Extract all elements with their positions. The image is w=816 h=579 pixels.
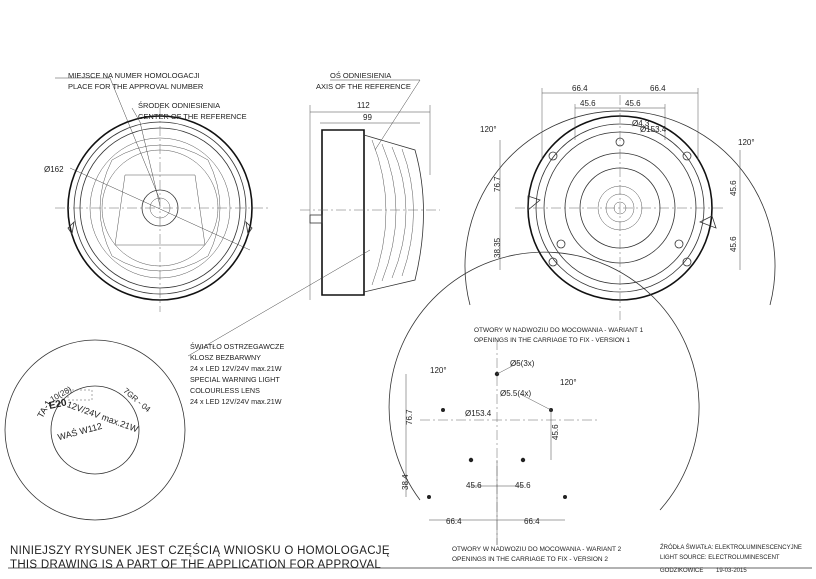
back-dim-66-right: 66.4 — [650, 84, 666, 93]
note-center-pl: ŚRODEK ODNIESIENIA — [138, 101, 220, 110]
side-dim-total: 112 — [357, 101, 370, 110]
title-date: 19-03-2015 — [716, 568, 747, 574]
lamp-note-l4: SPECIAL WARNING LIGHT — [190, 375, 280, 384]
mount-pcd: Ø153.4 — [465, 409, 492, 418]
lamp-note-l1: ŚWIATŁO OSTRZEGAWCZE — [190, 342, 284, 351]
title-pl: NINIEJSZY RYSUNEK JEST CZĘŚCIĄ WNIOSKU O… — [10, 544, 390, 557]
lamp-note-l5: COLOURLESS LENS — [190, 386, 260, 395]
mount-angle-right: 120° — [560, 378, 577, 387]
mount-v2-en: OPENINGS IN THE CARRIAGE TO FIX - VERSIO… — [452, 556, 608, 563]
light-source-en: LIGHT SOURCE: ELECTROLUMINESCENT — [660, 555, 780, 561]
back-dim-45v-top: 45.6 — [729, 180, 738, 196]
mount-hole4: Ø5.5(4x) — [500, 389, 531, 398]
mount-hole3: Ø5(3x) — [510, 359, 535, 368]
back-hole-label: Ø4.3 — [632, 119, 650, 128]
mount-v2-pl: OTWORY W NADWOZIU DO MOCOWANIA - WARIANT… — [452, 546, 622, 553]
mount-dim-76: 76.7 — [405, 409, 414, 425]
lamp-note-l2: KLOSZ BEZBARWNY — [190, 353, 261, 362]
note-approval-en: PLACE FOR THE APPROVAL NUMBER — [68, 82, 204, 91]
front-view — [55, 77, 268, 312]
back-angle-right: 120° — [738, 138, 755, 147]
back-view — [464, 88, 776, 320]
side-dim-body: 99 — [363, 113, 372, 122]
mount-v1-pl: OTWORY W NADWOZIU DO MOCOWANIA - WARIANT… — [474, 327, 644, 334]
title-en: THIS DRAWING IS A PART OF THE APPLICATIO… — [10, 559, 381, 571]
marking-line4: 7GR - 04 — [122, 386, 153, 414]
back-dim-45-left: 45.6 — [580, 99, 596, 108]
lamp-note-l3: 24 x LED 12V/24V max.21W — [190, 364, 282, 373]
light-source-pl: ŹRÓDŁA ŚWIATŁA: ELEKTROLUMINESCENCYJNE — [660, 543, 802, 551]
mount-v1-en: OPENINGS IN THE CARRIAGE TO FIX - VERSIO… — [474, 337, 630, 344]
mount-dim-66-right: 66.4 — [524, 517, 540, 526]
back-pcd-label: Ø153.4 — [640, 125, 667, 134]
side-axis-en: AXIS OF THE REFERENCE — [316, 82, 411, 91]
mount-dim-45h-right: 45.6 — [515, 481, 531, 490]
mount-dim-38: 38.4 — [401, 474, 410, 490]
note-center-en: CENTER OF THE REFERENCE — [138, 112, 247, 121]
back-dim-45v-bot: 45.6 — [729, 236, 738, 252]
svg-text:E20: E20 — [48, 397, 68, 412]
mount-angle-left: 120° — [430, 366, 447, 375]
marking-detail: E20 12V/24V max.21W WAŚ W112 TA-1 7GR - … — [4, 339, 186, 521]
mount-dim-45v: 45.6 — [551, 424, 560, 440]
back-angle-left: 120° — [480, 125, 497, 134]
back-dim-38: 38.35 — [493, 237, 502, 258]
note-approval-pl: MIEJSCE NA NUMER HOMOLOGACJI — [68, 71, 200, 80]
marking-line2: WAŚ W112 — [56, 420, 103, 442]
side-axis-pl: OŚ ODNIESIENIA — [330, 71, 391, 80]
lamp-note-l6: 24 x LED 12V/24V max.21W — [190, 397, 282, 406]
mount-pattern — [388, 251, 700, 545]
front-diameter-label: Ø162 — [44, 165, 64, 174]
back-dim-66-left: 66.4 — [572, 84, 588, 93]
mount-dim-45h-left: 45.6 — [466, 481, 482, 490]
mount-dim-66-left: 66.4 — [446, 517, 462, 526]
title-place: GODZIKOWICE — [660, 568, 703, 574]
side-view — [300, 79, 440, 300]
back-dim-45-right: 45.6 — [625, 99, 641, 108]
back-dim-76: 76.7 — [493, 176, 502, 192]
